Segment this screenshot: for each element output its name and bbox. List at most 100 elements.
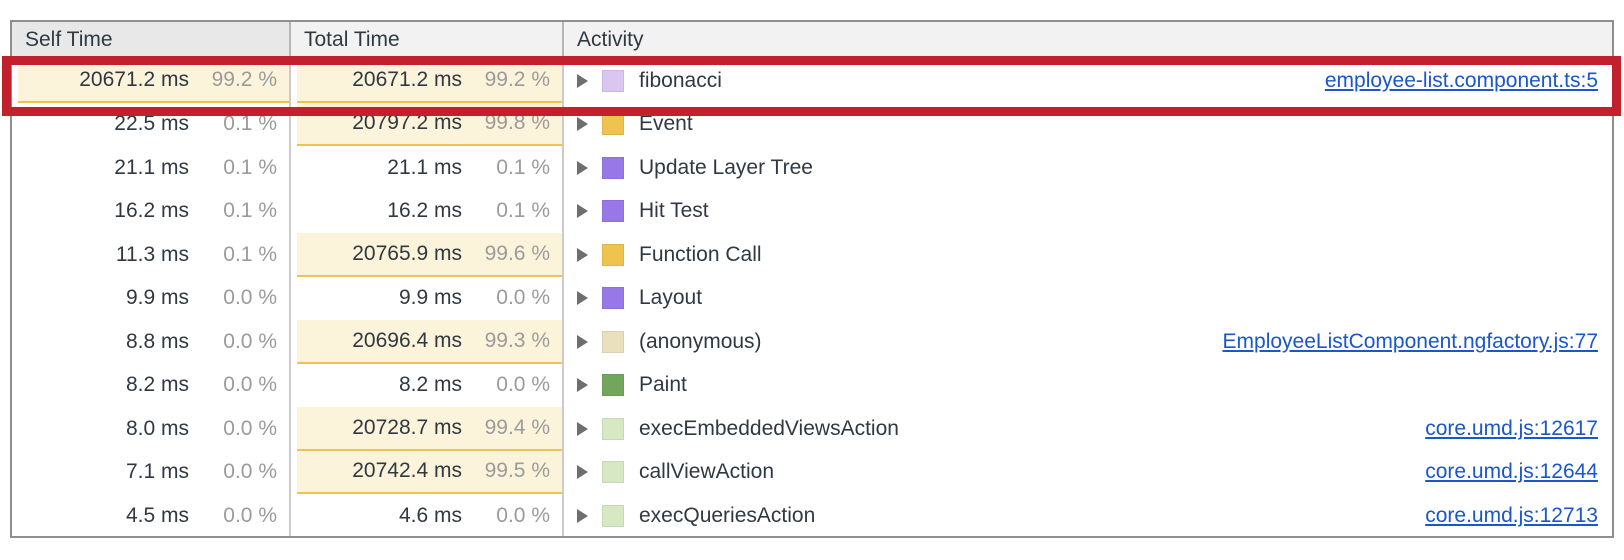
activity-color-swatch-icon <box>602 330 624 353</box>
table-row[interactable]: 9.9 ms 0.0 % 9.9 ms 0.0 % Layout <box>12 276 1612 321</box>
activity-cell: execQueriesAction core.umd.js:12713 <box>564 494 1612 536</box>
table-row[interactable]: 16.2 ms 0.1 % 16.2 ms 0.1 % Hit Test <box>12 189 1612 234</box>
total-time-value: 4.6 ms <box>398 503 462 527</box>
total-time-wrap: 9.9 ms 0.0 % <box>297 277 562 321</box>
column-header-self-time[interactable]: Self Time <box>12 22 291 58</box>
total-time-cell: 20728.7 ms 99.4 % <box>291 407 564 451</box>
expand-arrow-icon[interactable] <box>577 247 588 262</box>
self-time-wrap: 11.3 ms 0.1 % <box>18 233 289 277</box>
total-time-percent: 99.4 % <box>484 415 550 439</box>
expand-arrow-icon[interactable] <box>577 73 588 88</box>
total-time-cell: 20797.2 ms 99.8 % <box>291 102 564 146</box>
activity-cell: fibonacci employee-list.component.ts:5 <box>564 59 1612 103</box>
activity-color-swatch-icon <box>602 156 624 179</box>
activity-label: Hit Test <box>639 199 709 223</box>
column-header-total-time[interactable]: Total Time <box>291 22 564 58</box>
total-time-wrap: 21.1 ms 0.1 % <box>297 146 562 190</box>
table-row[interactable]: 11.3 ms 0.1 % 20765.9 ms 99.6 % Function… <box>12 233 1612 277</box>
total-time-cell: 21.1 ms 0.1 % <box>291 146 564 190</box>
total-time-value: 16.2 ms <box>387 199 462 223</box>
total-time-percent: 99.6 % <box>484 241 550 265</box>
self-time-percent: 0.0 % <box>223 373 277 397</box>
total-time-percent: 0.0 % <box>496 503 550 527</box>
self-time-value: 21.1 ms <box>114 155 189 179</box>
total-time-cell: 8.2 ms 0.0 % <box>291 363 564 408</box>
source-location-link[interactable]: EmployeeListComponent.ngfactory.js:77 <box>1222 329 1598 353</box>
expand-arrow-icon[interactable] <box>577 465 588 480</box>
self-time-cell: 11.3 ms 0.1 % <box>12 233 291 277</box>
self-time-cell: 22.5 ms 0.1 % <box>12 102 291 146</box>
total-time-value: 20797.2 ms <box>352 111 462 135</box>
expand-arrow-icon[interactable] <box>577 508 588 523</box>
total-time-cell: 16.2 ms 0.1 % <box>291 189 564 234</box>
total-time-cell: 20765.9 ms 99.6 % <box>291 233 564 277</box>
table-row[interactable]: 8.8 ms 0.0 % 20696.4 ms 99.3 % (anonymou… <box>12 320 1612 364</box>
activity-cell: Update Layer Tree <box>564 146 1612 190</box>
activity-cell: Paint <box>564 364 1612 408</box>
self-time-cell: 21.1 ms 0.1 % <box>12 146 291 190</box>
expand-arrow-icon[interactable] <box>577 160 588 175</box>
table-row[interactable]: 22.5 ms 0.1 % 20797.2 ms 99.8 % Event <box>12 102 1612 146</box>
self-time-percent: 0.0 % <box>223 503 277 527</box>
self-time-value: 4.5 ms <box>125 503 189 527</box>
self-time-wrap: 21.1 ms 0.1 % <box>18 146 289 190</box>
self-time-cell: 4.5 ms 0.0 % <box>12 494 291 536</box>
total-time-value: 20671.2 ms <box>352 67 462 91</box>
total-time-wrap: 8.2 ms 0.0 % <box>297 364 562 408</box>
table-row[interactable]: 4.5 ms 0.0 % 4.6 ms 0.0 % execQueriesAct… <box>12 494 1612 536</box>
self-time-wrap: 8.8 ms 0.0 % <box>18 320 289 364</box>
self-time-value: 7.1 ms <box>125 460 189 484</box>
total-time-cell: 20742.4 ms 99.5 % <box>291 450 564 494</box>
total-time-percent: 0.1 % <box>496 155 550 179</box>
expand-arrow-icon[interactable] <box>577 421 588 436</box>
table-row[interactable]: 21.1 ms 0.1 % 21.1 ms 0.1 % Update Layer… <box>12 146 1612 190</box>
column-header-activity[interactable]: Activity <box>577 28 644 51</box>
activity-cell: (anonymous) EmployeeListComponent.ngfact… <box>564 320 1612 364</box>
self-time-percent: 0.0 % <box>223 329 277 353</box>
activity-label: Event <box>639 112 693 136</box>
self-time-percent: 99.2 % <box>211 67 277 91</box>
self-time-cell: 8.8 ms 0.0 % <box>12 320 291 364</box>
expand-arrow-icon[interactable] <box>577 291 588 306</box>
total-time-percent: 99.3 % <box>484 328 550 352</box>
total-time-value: 9.9 ms <box>398 286 462 310</box>
total-time-wrap: 16.2 ms 0.1 % <box>297 190 562 234</box>
self-time-cell: 20671.2 ms 99.2 % <box>12 59 291 103</box>
total-time-value: 20742.4 ms <box>352 459 462 483</box>
table-row[interactable]: 8.2 ms 0.0 % 8.2 ms 0.0 % Paint <box>12 363 1612 408</box>
self-time-wrap: 8.0 ms 0.0 % <box>18 407 289 451</box>
self-time-cell: 7.1 ms 0.0 % <box>12 450 291 494</box>
self-time-wrap: 16.2 ms 0.1 % <box>18 190 289 234</box>
source-location-link[interactable]: employee-list.component.ts:5 <box>1324 68 1598 92</box>
expand-arrow-icon[interactable] <box>577 378 588 393</box>
total-time-percent: 0.0 % <box>496 286 550 310</box>
self-time-percent: 0.1 % <box>223 199 277 223</box>
activity-color-swatch-icon <box>602 417 624 440</box>
total-time-wrap: 20797.2 ms 99.8 % <box>297 102 562 146</box>
activity-color-swatch-icon <box>602 504 624 527</box>
total-time-wrap: 20765.9 ms 99.6 % <box>297 233 562 277</box>
activity-label: (anonymous) <box>639 329 762 353</box>
source-location-link[interactable]: core.umd.js:12617 <box>1425 416 1598 440</box>
self-time-value: 11.3 ms <box>115 242 189 266</box>
source-location-link[interactable]: core.umd.js:12644 <box>1425 460 1598 484</box>
expand-arrow-icon[interactable] <box>577 334 588 349</box>
activity-cell: Hit Test <box>564 190 1612 234</box>
self-time-percent: 0.1 % <box>223 242 277 266</box>
expand-arrow-icon[interactable] <box>577 204 588 219</box>
total-time-wrap: 20728.7 ms 99.4 % <box>297 407 562 451</box>
activity-color-swatch-icon <box>602 461 624 484</box>
table-row[interactable]: 20671.2 ms 99.2 % 20671.2 ms 99.2 % fibo… <box>12 59 1612 103</box>
activity-label: Layout <box>639 286 703 310</box>
self-time-percent: 0.0 % <box>223 286 277 310</box>
expand-arrow-icon[interactable] <box>577 117 588 132</box>
self-time-wrap: 8.2 ms 0.0 % <box>18 364 289 408</box>
total-time-cell: 20696.4 ms 99.3 % <box>291 320 564 364</box>
source-location-link[interactable]: core.umd.js:12713 <box>1425 503 1598 527</box>
activity-cell: Layout <box>564 277 1612 321</box>
self-time-percent: 0.0 % <box>223 460 277 484</box>
table-row[interactable]: 8.0 ms 0.0 % 20728.7 ms 99.4 % execEmbed… <box>12 407 1612 451</box>
self-time-wrap: 20671.2 ms 99.2 % <box>18 59 289 103</box>
table-row[interactable]: 7.1 ms 0.0 % 20742.4 ms 99.5 % callViewA… <box>12 450 1612 494</box>
self-time-cell: 16.2 ms 0.1 % <box>12 189 291 234</box>
